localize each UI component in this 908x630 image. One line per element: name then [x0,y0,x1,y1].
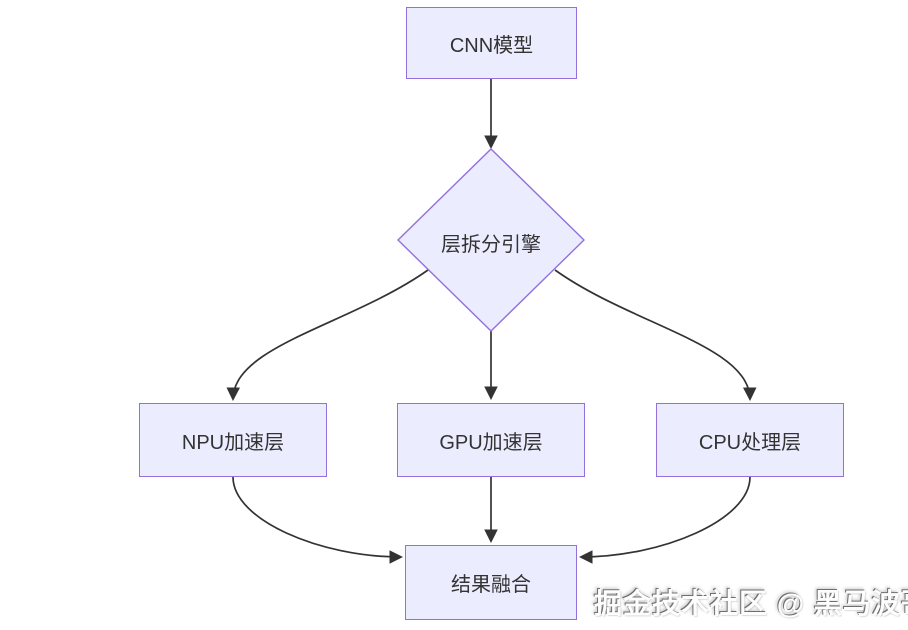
node-cnn-label: CNN模型 [449,34,534,57]
edge-splitter-to-npu [226,269,429,402]
edge-splitter-to-cpu [554,269,757,402]
node-npu: NPU加速层 [139,403,327,477]
node-splitter-label: 层拆分引擎 [441,234,541,256]
node-gpu: GPU加速层 [397,403,585,477]
edge-cpu-to-fusion [578,476,751,564]
node-gpu-label: GPU加速层 [439,431,543,454]
node-fusion-label: 结果融合 [451,574,531,596]
node-splitter-diamond [396,148,586,332]
node-cnn: CNN模型 [406,7,577,79]
node-cpu: CPU处理层 [656,403,844,477]
edge-npu-to-fusion [232,476,404,564]
node-cpu-label: CPU处理层 [698,431,802,454]
node-npu-label: NPU加速层 [181,431,285,454]
node-fusion: 结果融合 [405,545,577,620]
watermark: 掘金技术社区 @ 黑马波哥 [594,588,908,619]
